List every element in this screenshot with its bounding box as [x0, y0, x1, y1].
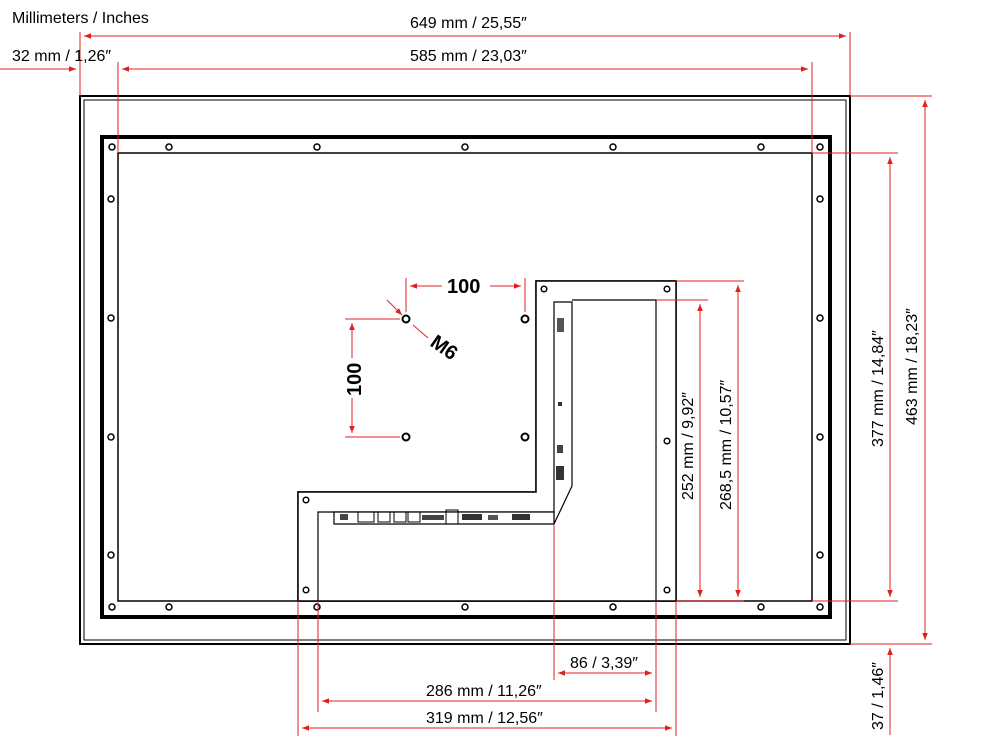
units-title: Millimeters / Inches — [12, 10, 149, 27]
circuit-board — [333, 301, 573, 525]
housing-width-inner-label: 286 mm / 11,26″ — [426, 683, 542, 700]
m6-leader — [386, 299, 429, 339]
bottom-dimension-lines — [297, 524, 677, 736]
overall-width-label: 649 mm / 25,55″ — [410, 15, 527, 32]
bottom-offset-label: 37 / 1,46″ — [870, 662, 887, 730]
vesa-horizontal-dimension — [405, 278, 526, 312]
housing-width-outer-label: 319 mm / 12,56″ — [426, 710, 543, 727]
overall-height-label: 463 mm / 18,23″ — [904, 308, 921, 425]
housing-height-inner-label: 252 mm / 9,92″ — [680, 392, 697, 500]
housing-screw-holes — [302, 285, 671, 594]
connector-width-label: 86 / 3,39″ — [570, 655, 638, 672]
left-offset-label: 32 mm / 1,26″ — [12, 48, 111, 65]
vesa-vertical-label: 100 — [344, 363, 366, 396]
top-dimension-lines — [0, 32, 851, 153]
inner-width-label: 585 mm / 23,03″ — [410, 48, 527, 65]
vesa-holes — [401, 314, 530, 442]
right-dimension-lines — [812, 95, 932, 735]
housing-height-lines — [656, 280, 744, 602]
mirror-outer-frame — [79, 95, 851, 645]
vesa-horizontal-label: 100 — [447, 276, 480, 298]
vesa-vertical-dimension — [345, 318, 400, 438]
rail-mounting-holes — [107, 143, 824, 611]
housing-height-outer-label: 268,5 mm / 10,57″ — [718, 379, 735, 510]
screw-size-label: M6 — [426, 331, 461, 365]
housing-outline — [297, 280, 677, 602]
inner-height-label: 377 mm / 14,84″ — [870, 330, 887, 447]
